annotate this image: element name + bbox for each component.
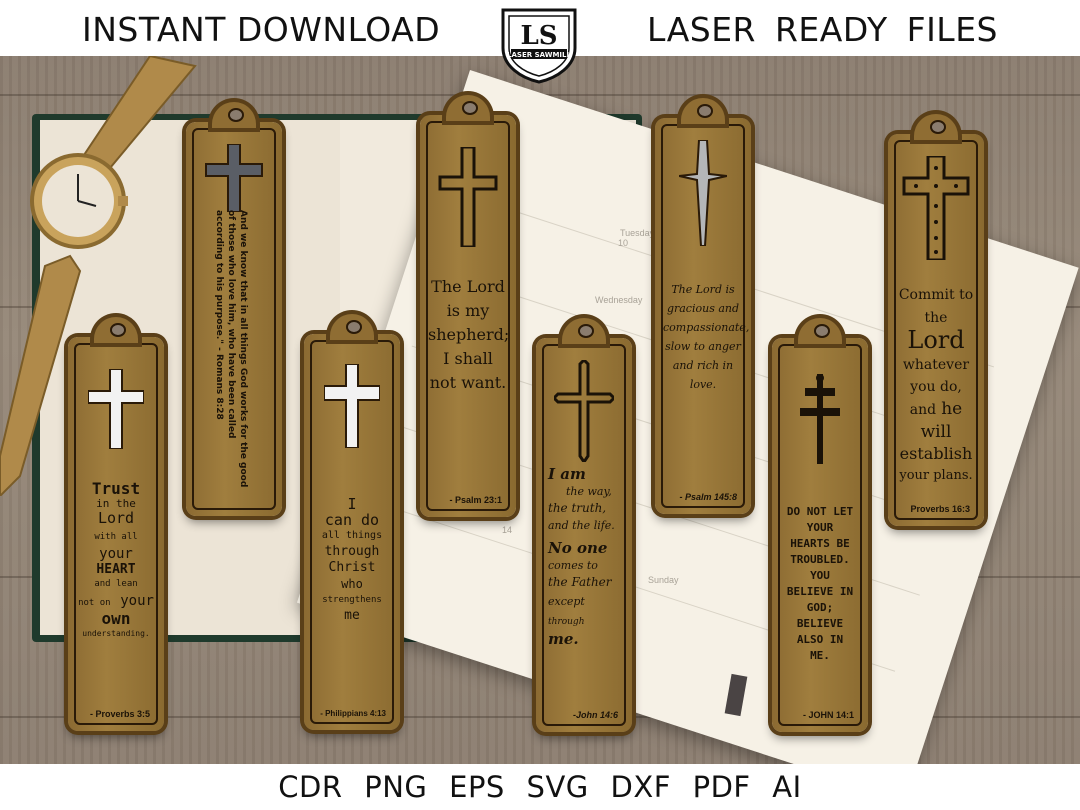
bookmark-quote-line: can do: [324, 511, 380, 529]
cross-cutout-icon: [324, 364, 380, 448]
laser-sawmill-logo: LS LASER SAWMILL: [501, 8, 577, 84]
cross-cutout-icon: [205, 144, 263, 212]
cross-dotted-icon: [902, 156, 970, 260]
bookmark-quote-line: I: [347, 495, 357, 513]
bookmark-quote-line: Lord: [97, 509, 135, 527]
bookmark-quote-line: with all: [94, 532, 138, 542]
bookmark-psalm-145: The Lord is gracious and compassionate, …: [655, 98, 751, 514]
bookmark-quote-line: in the: [96, 497, 136, 510]
bookmark-reference: Proverbs 16:3: [910, 504, 970, 514]
bookmark-quote-line: the Father: [548, 575, 612, 589]
bookmark-reference: - Proverbs 3:5: [89, 709, 150, 719]
planner-day-label: Tuesday: [620, 228, 655, 238]
bookmark-quote-line: not on: [78, 598, 111, 608]
bookmark-quote-line: and the life.: [548, 519, 615, 532]
bookmark-quote-line: No one: [548, 539, 608, 557]
bookmark-quote-line: Christ: [328, 560, 376, 575]
bookmark-quote-line: he will: [920, 399, 963, 442]
bookmark-quote: And we know that in all things God works…: [214, 210, 248, 488]
bookmark-quote-line: who: [341, 577, 363, 591]
instant-download-heading: INSTANT DOWNLOAD: [82, 10, 441, 49]
bookmark-proverbs-16: Commit to the Lord whatever you do, and …: [888, 114, 984, 526]
bookmark-quote-line: through: [548, 617, 585, 627]
bookmark-quote-line: through: [324, 544, 380, 559]
bookmark-reference: - Psalm 23:1: [449, 495, 502, 505]
bookmark-quote-line: Commit to: [898, 287, 974, 303]
bookmark-quote-line: I am: [548, 465, 586, 483]
cross-outline-icon: [438, 147, 498, 247]
bookmark-quote: The Lord is my shepherd; I shall not wan…: [428, 277, 510, 392]
bookmark-quote-line: except: [548, 595, 585, 608]
bookmark-quote: DO NOT LET YOUR HEARTS BE TROUBLED. YOU …: [786, 505, 854, 662]
logo-name: LASER SAWMILL: [507, 51, 571, 59]
logo-initials: LS: [520, 21, 557, 51]
planner-day-number: 14: [502, 525, 513, 535]
bookmark-reference: - JOHN 14:1: [802, 710, 854, 720]
bookmark-quote-line: Lord: [907, 326, 965, 354]
bookmark-quote-line: all things: [321, 530, 383, 541]
bookmark-quote-line: the way,: [566, 485, 612, 498]
bookmark-reference: - Psalm 145:8: [679, 492, 737, 502]
bookmark-quote-line: the: [924, 310, 948, 326]
file-formats-label: CDR PNG EPS SVG DXF PDF AI: [278, 770, 802, 804]
cross-cutout-icon: [88, 369, 144, 449]
laser-ready-heading: LASER READY FILES: [647, 10, 998, 49]
planner-day-label: Sunday: [648, 575, 679, 585]
bookmark-quote-line: comes to: [548, 559, 598, 572]
bookmark-quote-line: own: [101, 609, 131, 628]
bookmark-quote-line: your: [120, 593, 154, 609]
bookmark-john-14-1: DO NOT LET YOUR HEARTS BE TROUBLED. YOU …: [772, 318, 868, 732]
footer-bar: CDR PNG EPS SVG DXF PDF AI: [0, 764, 1080, 810]
bookmark-quote-line: HEART: [96, 562, 136, 577]
planner-day-number: 10: [618, 238, 629, 248]
bookmark-psalm-23: The Lord is my shepherd; I shall not wan…: [420, 95, 516, 517]
cross-cutout-icon: [679, 140, 727, 246]
bookmark-romans: And we know that in all things God works…: [186, 102, 282, 516]
bookmark-quote-line: me.: [548, 630, 579, 648]
planner-day-label: Wednesday: [595, 295, 643, 305]
bookmark-quote-line: your plans.: [899, 468, 973, 483]
bookmark-quote-line: strengthens: [322, 595, 382, 605]
bookmark-philippians: I can do all things through Christ who s…: [304, 314, 400, 730]
bookmark-quote-line: you do,: [910, 379, 962, 395]
bookmark-quote-line: establish: [899, 444, 973, 463]
bookmark-quote: The Lord is gracious and compassionate, …: [663, 283, 750, 391]
bookmark-john-14-6: I am the way, the truth, and the life. N…: [536, 318, 632, 732]
cross-ornate-icon: [554, 360, 614, 462]
bookmark-quote-line: and lean: [94, 579, 138, 589]
bookmark-proverbs-3: Trust in the Lord with all your HEART an…: [68, 317, 164, 731]
wristwatch-icon: [0, 56, 197, 496]
bookmark-quote-line: and: [909, 402, 937, 418]
bookmark-quote-line: your: [99, 546, 133, 562]
cross-budded-icon: [800, 374, 840, 464]
bookmark-quote-line: the truth,: [548, 501, 607, 515]
bookmark-quote-line: whatever: [902, 357, 970, 373]
bookmark-reference: -John 14:6: [572, 710, 618, 720]
bookmark-quote-line: understanding.: [82, 629, 150, 638]
bookmark-reference: - Philippians 4:13: [320, 709, 386, 718]
bookmark-quote-line: Trust: [91, 479, 141, 498]
bookmark-quote-line: me: [344, 608, 360, 623]
